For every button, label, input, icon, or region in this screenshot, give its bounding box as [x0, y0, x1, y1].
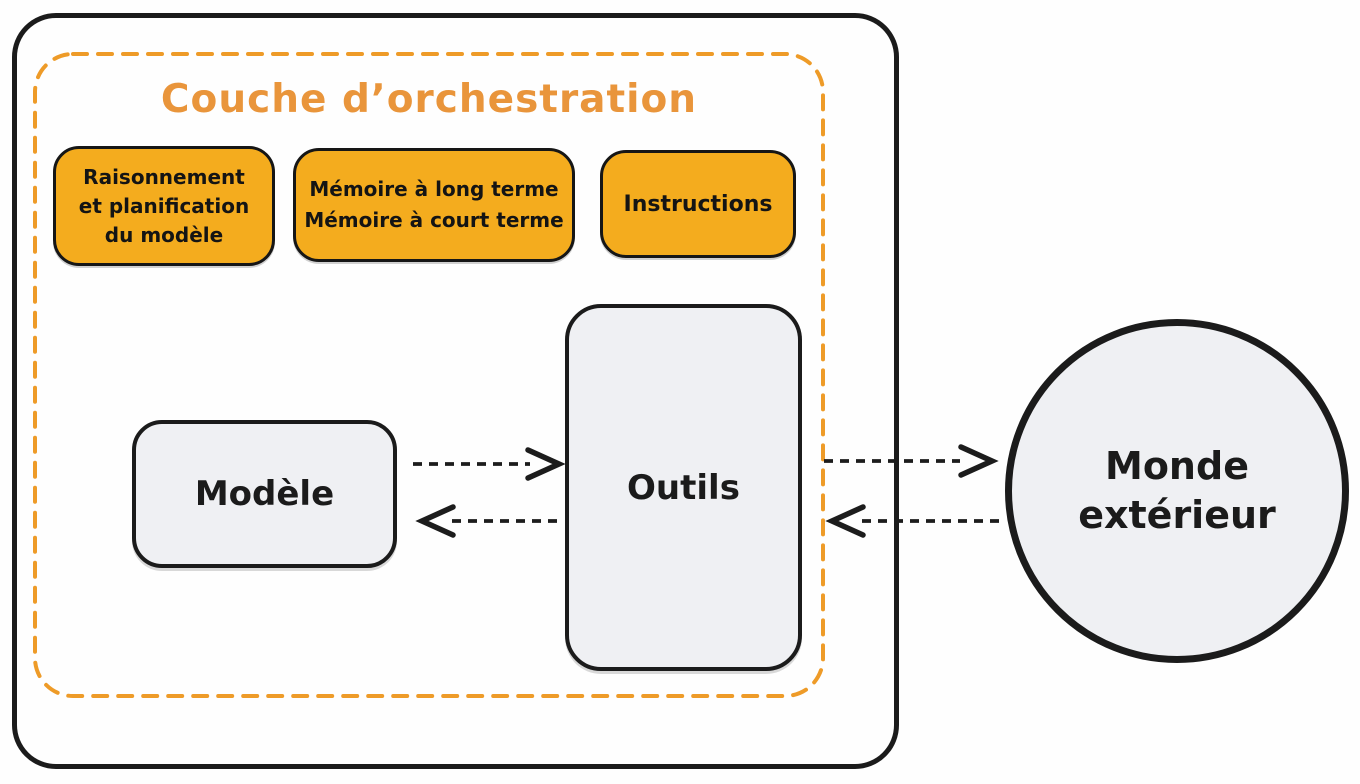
card-reasoning-line-2: et planification — [78, 193, 250, 218]
node-external-world: Monde extérieur — [1005, 319, 1349, 663]
card-memory-line-2: Mémoire à court terme — [304, 208, 564, 232]
node-model-label: Modèle — [194, 474, 335, 514]
card-reasoning-line-1: Raisonnement — [83, 164, 245, 189]
card-memory-line-1: Mémoire à long terme — [309, 177, 559, 201]
card-instructions-label: Instructions — [623, 191, 773, 217]
node-model: Modèle — [132, 420, 397, 568]
card-instructions: Instructions — [600, 150, 796, 258]
node-tools: Outils — [565, 304, 802, 671]
node-external-world-line-2: extérieur — [1078, 493, 1276, 537]
orchestration-layer-title: Couche d’orchestration — [160, 76, 698, 122]
node-external-world-line-1: Monde — [1105, 443, 1249, 488]
card-reasoning-planning: Raisonnement et planification du modèle — [53, 146, 275, 266]
card-reasoning-line-3: du modèle — [104, 222, 224, 247]
node-tools-label: Outils — [627, 467, 740, 508]
card-memory: Mémoire à long terme Mémoire à court ter… — [293, 148, 575, 262]
